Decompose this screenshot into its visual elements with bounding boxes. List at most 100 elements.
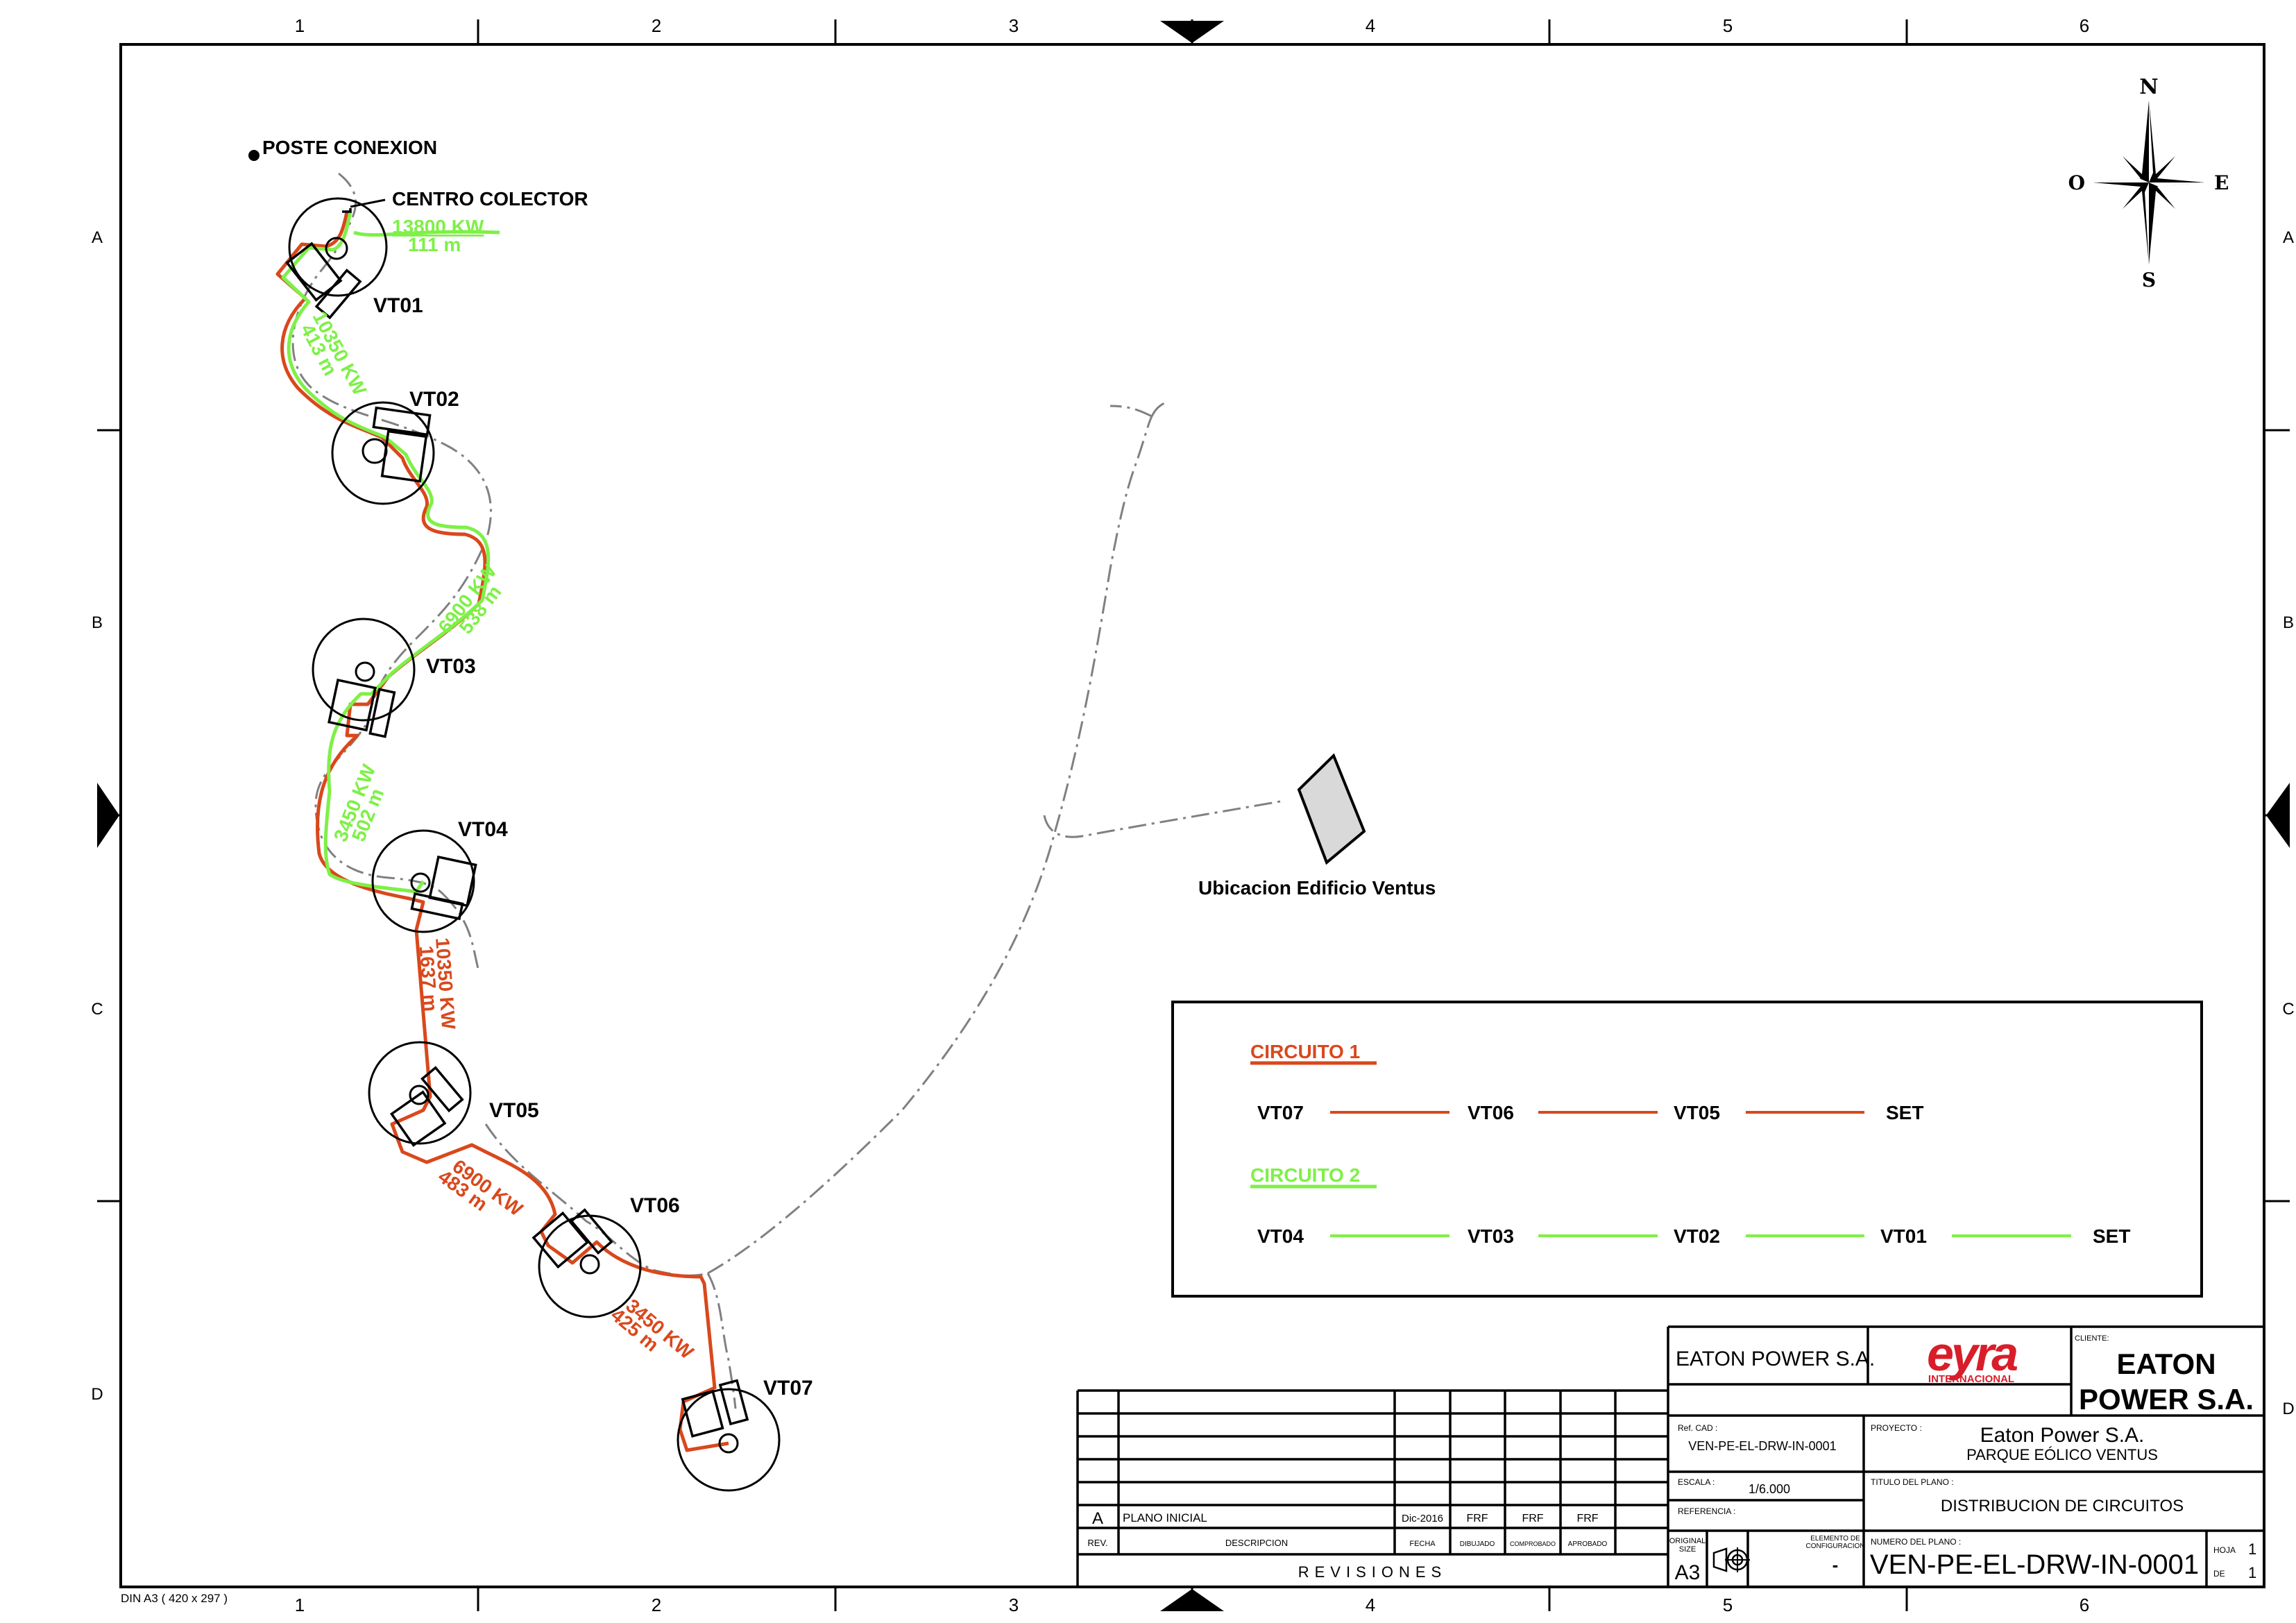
elemento-label: CONFIGURACION — [1806, 1543, 1865, 1550]
turbine-label-vt06: VT06 — [630, 1194, 680, 1217]
original-size-label: ORIGINAL — [1669, 1537, 1706, 1545]
elemento-label: ELEMENTO DE — [1810, 1535, 1860, 1543]
compass-east: E — [2214, 171, 2229, 194]
segment-length: 1637 m — [416, 945, 442, 1012]
turbine-vt06[interactable] — [532, 1208, 642, 1318]
legend-node: VT06 — [1468, 1102, 1514, 1123]
revision-aprobado: FRF — [1576, 1513, 1598, 1524]
compass-south: S — [2142, 269, 2156, 291]
paper-size-note: DIN A3 ( 420 x 297 ) — [121, 1592, 228, 1605]
revision-dibujado: FRF — [1466, 1513, 1488, 1524]
segment-power: 13800 KW — [392, 216, 484, 237]
legend-node: VT01 — [1880, 1225, 1927, 1247]
legend-node: VT02 — [1674, 1225, 1720, 1247]
legend-node: SET — [1886, 1102, 1923, 1123]
revisions-header-fecha: FECHA — [1409, 1540, 1436, 1548]
center-mark-bottom — [1160, 1589, 1224, 1611]
edificio-ventus-label: Ubicacion Edificio Ventus — [1198, 877, 1436, 899]
compass-rose: N S E O — [2068, 75, 2229, 291]
compass-north: N — [2139, 75, 2158, 99]
row-label: B — [2283, 613, 2294, 632]
centro-colector-label: CENTRO COLECTOR — [392, 188, 588, 210]
turbine-label-vt02: VT02 — [409, 388, 459, 411]
titulo-value: DISTRIBUCION DE CIRCUITOS — [1941, 1497, 2184, 1515]
column-label: 2 — [652, 15, 661, 36]
column-label: 2 — [652, 1595, 661, 1615]
legend-node: VT05 — [1674, 1102, 1720, 1123]
de-value: 1 — [2248, 1564, 2256, 1581]
escala-value: 1/6.000 — [1749, 1482, 1790, 1496]
column-label: 6 — [2080, 1595, 2089, 1615]
row-label: A — [92, 228, 103, 247]
segment-length: 111 m — [408, 234, 461, 255]
revisions-header-rev: REV. — [1087, 1538, 1107, 1548]
turbine-label-vt01: VT01 — [373, 294, 423, 317]
legend-node: VT07 — [1257, 1102, 1304, 1123]
compass-west: O — [2068, 171, 2085, 194]
ref-cad-value: VEN-PE-EL-DRW-IN-0001 — [1688, 1439, 1836, 1453]
company-name: EATON POWER S.A. — [1676, 1348, 1875, 1370]
proyecto-label: PROYECTO : — [1871, 1423, 1922, 1433]
turbine-label-vt07: VT07 — [763, 1377, 813, 1400]
revision-fecha: Dic-2016 — [1402, 1513, 1443, 1524]
revision-descripcion: PLANO INICIAL — [1123, 1511, 1207, 1524]
de-label: DE — [2213, 1569, 2225, 1579]
poste-conexion-marker — [248, 150, 260, 161]
row-label: B — [92, 613, 103, 632]
circuit-2-feeder — [353, 230, 500, 237]
eyra-logo: eyra INTERNACIONAL — [1927, 1327, 2020, 1385]
circuit-legend: CIRCUITO 1 VT07 VT06 VT05 SET CIRCUITO 2… — [1171, 1001, 2203, 1298]
turbine-vt01[interactable] — [285, 197, 388, 320]
turbine-vt07[interactable] — [677, 1379, 781, 1492]
legend-node: VT04 — [1257, 1225, 1304, 1247]
turbine-label-vt03: VT03 — [426, 655, 476, 678]
access-road — [291, 172, 1281, 1409]
column-label: 5 — [1723, 1595, 1733, 1615]
turbine-label-vt04: VT04 — [458, 818, 508, 841]
turbine-vt05[interactable] — [368, 1041, 472, 1147]
row-label: A — [2283, 228, 2294, 247]
legend-circuit2-title: CIRCUITO 2 — [1250, 1164, 1360, 1186]
revisions-table: A PLANO INICIAL Dic-2016 FRF FRF FRF REV… — [1076, 1389, 1668, 1587]
column-label: 3 — [1009, 15, 1019, 36]
legend-node: VT03 — [1468, 1225, 1514, 1247]
cliente-label: CLIENTE: — [2075, 1334, 2109, 1343]
hoja-label: HOJA — [2213, 1545, 2236, 1555]
revision-rev: A — [1092, 1509, 1103, 1528]
row-label: D — [2282, 1400, 2294, 1418]
original-size-label: SIZE — [1679, 1545, 1696, 1554]
revisions-header-dibujado: DIBUJADO — [1460, 1540, 1495, 1548]
row-label: C — [91, 1000, 103, 1019]
column-label: 5 — [1723, 15, 1733, 36]
logo-sub: INTERNACIONAL — [1928, 1373, 2014, 1385]
legend-circuit1-title: CIRCUITO 1 — [1250, 1041, 1360, 1062]
center-mark-left — [97, 783, 119, 848]
turbine-vt02[interactable] — [331, 401, 435, 505]
center-mark-top — [1160, 21, 1224, 43]
cliente-name-line1: EATON — [2116, 1348, 2216, 1380]
elemento-value: - — [1832, 1554, 1839, 1575]
revisions-title: REVISIONES — [1298, 1563, 1447, 1581]
column-label: 1 — [295, 1595, 305, 1615]
edificio-ventus-footprint[interactable] — [1297, 753, 1366, 865]
column-label: 4 — [1366, 15, 1375, 36]
row-label: C — [2282, 1000, 2294, 1019]
escala-label: ESCALA : — [1678, 1477, 1715, 1487]
turbine-label-vt05: VT05 — [489, 1099, 539, 1122]
proyecto-line2: PARQUE EÓLICO VENTUS — [1966, 1446, 2158, 1463]
revisions-header-aprobado: APROBADO — [1568, 1540, 1608, 1548]
poste-conexion-label: POSTE CONEXION — [262, 137, 437, 158]
center-mark-right — [2266, 783, 2290, 848]
proyecto-line1: Eaton Power S.A. — [1980, 1424, 2145, 1447]
turbine-vt04[interactable] — [371, 829, 477, 933]
row-label: D — [91, 1385, 103, 1404]
turbine-vt03[interactable] — [312, 618, 416, 738]
title-block: EATON POWER S.A. eyra INTERNACIONAL CLIE… — [1667, 1325, 2264, 1587]
centro-colector-leader — [350, 198, 386, 208]
revisions-header-comprobado: COMPROBADO — [1510, 1540, 1556, 1547]
numero-value: VEN-PE-EL-DRW-IN-0001 — [1870, 1549, 2199, 1580]
titulo-label: TITULO DEL PLANO : — [1871, 1477, 1954, 1487]
logo-main: eyra — [1927, 1327, 2017, 1381]
column-label: 4 — [1366, 1595, 1375, 1615]
hoja-value: 1 — [2248, 1540, 2256, 1558]
